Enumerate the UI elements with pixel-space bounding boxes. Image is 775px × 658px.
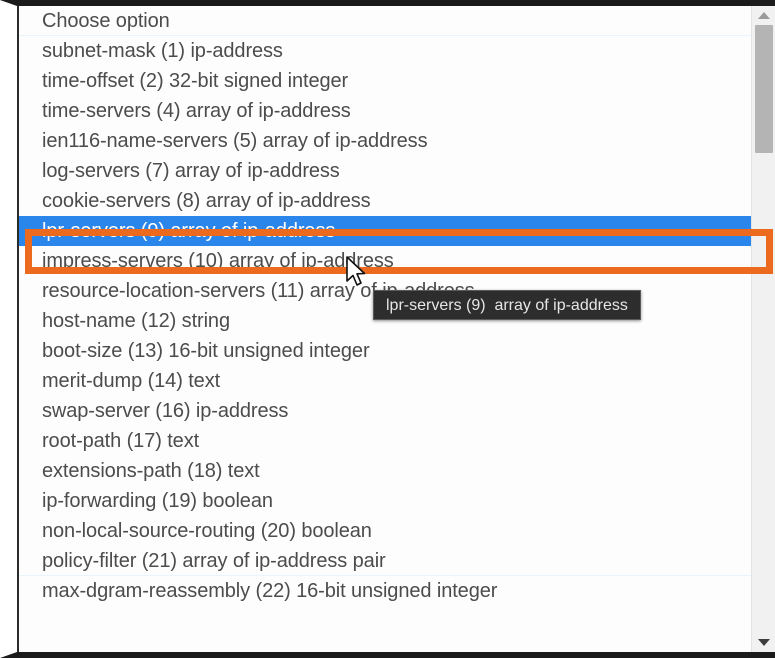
listbox-option[interactable]: swap-server (16) ip-address xyxy=(42,400,289,422)
listbox-option[interactable]: time-offset (2) 32-bit signed integer xyxy=(42,70,349,92)
scroll-up-arrow-icon[interactable] xyxy=(752,7,775,24)
triangle-down-icon xyxy=(757,639,770,646)
listbox-option[interactable]: impress-servers (10) array of ip-address xyxy=(42,250,394,272)
listbox-option[interactable]: log-servers (7) array of ip-address xyxy=(42,160,340,182)
listbox-option[interactable]: resource-location-servers (11) array of … xyxy=(42,280,475,302)
listbox-option[interactable]: ien116-name-servers (5) array of ip-addr… xyxy=(42,130,428,152)
scrollbar-thumb[interactable] xyxy=(755,25,773,153)
listbox-option[interactable]: cookie-servers (8) array of ip-address xyxy=(42,190,371,212)
triangle-up-icon xyxy=(757,12,770,19)
listbox-scrollbar[interactable] xyxy=(751,6,775,652)
listbox-option[interactable]: host-name (12) string xyxy=(42,310,230,332)
listbox-option[interactable]: subnet-mask (1) ip-address xyxy=(42,40,283,62)
listbox-option[interactable]: Choose option xyxy=(19,6,775,36)
listbox-option[interactable]: boot-size (13) 16-bit unsigned integer xyxy=(42,340,370,362)
option-tooltip: lpr-servers (9) array of ip-address xyxy=(373,290,641,320)
listbox-option[interactable]: policy-filter (21) array of ip-address p… xyxy=(19,546,775,576)
listbox-option[interactable]: max-dgram-reassembly (22) 16-bit unsigne… xyxy=(42,580,498,602)
scroll-down-arrow-icon[interactable] xyxy=(752,634,775,651)
listbox-option[interactable]: extensions-path (18) text xyxy=(42,460,260,482)
listbox-option[interactable]: root-path (17) text xyxy=(42,430,200,452)
listbox-option[interactable]: time-servers (4) array of ip-address xyxy=(42,100,351,122)
listbox-option[interactable]: merit-dump (14) text xyxy=(42,370,221,392)
listbox-option[interactable]: ip-forwarding (19) boolean xyxy=(42,490,273,512)
listbox-option[interactable]: non-local-source-routing (20) boolean xyxy=(42,520,372,542)
listbox-option-selected[interactable]: lpr-servers (9) array of ip-address xyxy=(19,216,775,246)
dhcp-option-listbox[interactable]: Choose option subnet-mask (1) ip-address t… xyxy=(19,6,775,652)
